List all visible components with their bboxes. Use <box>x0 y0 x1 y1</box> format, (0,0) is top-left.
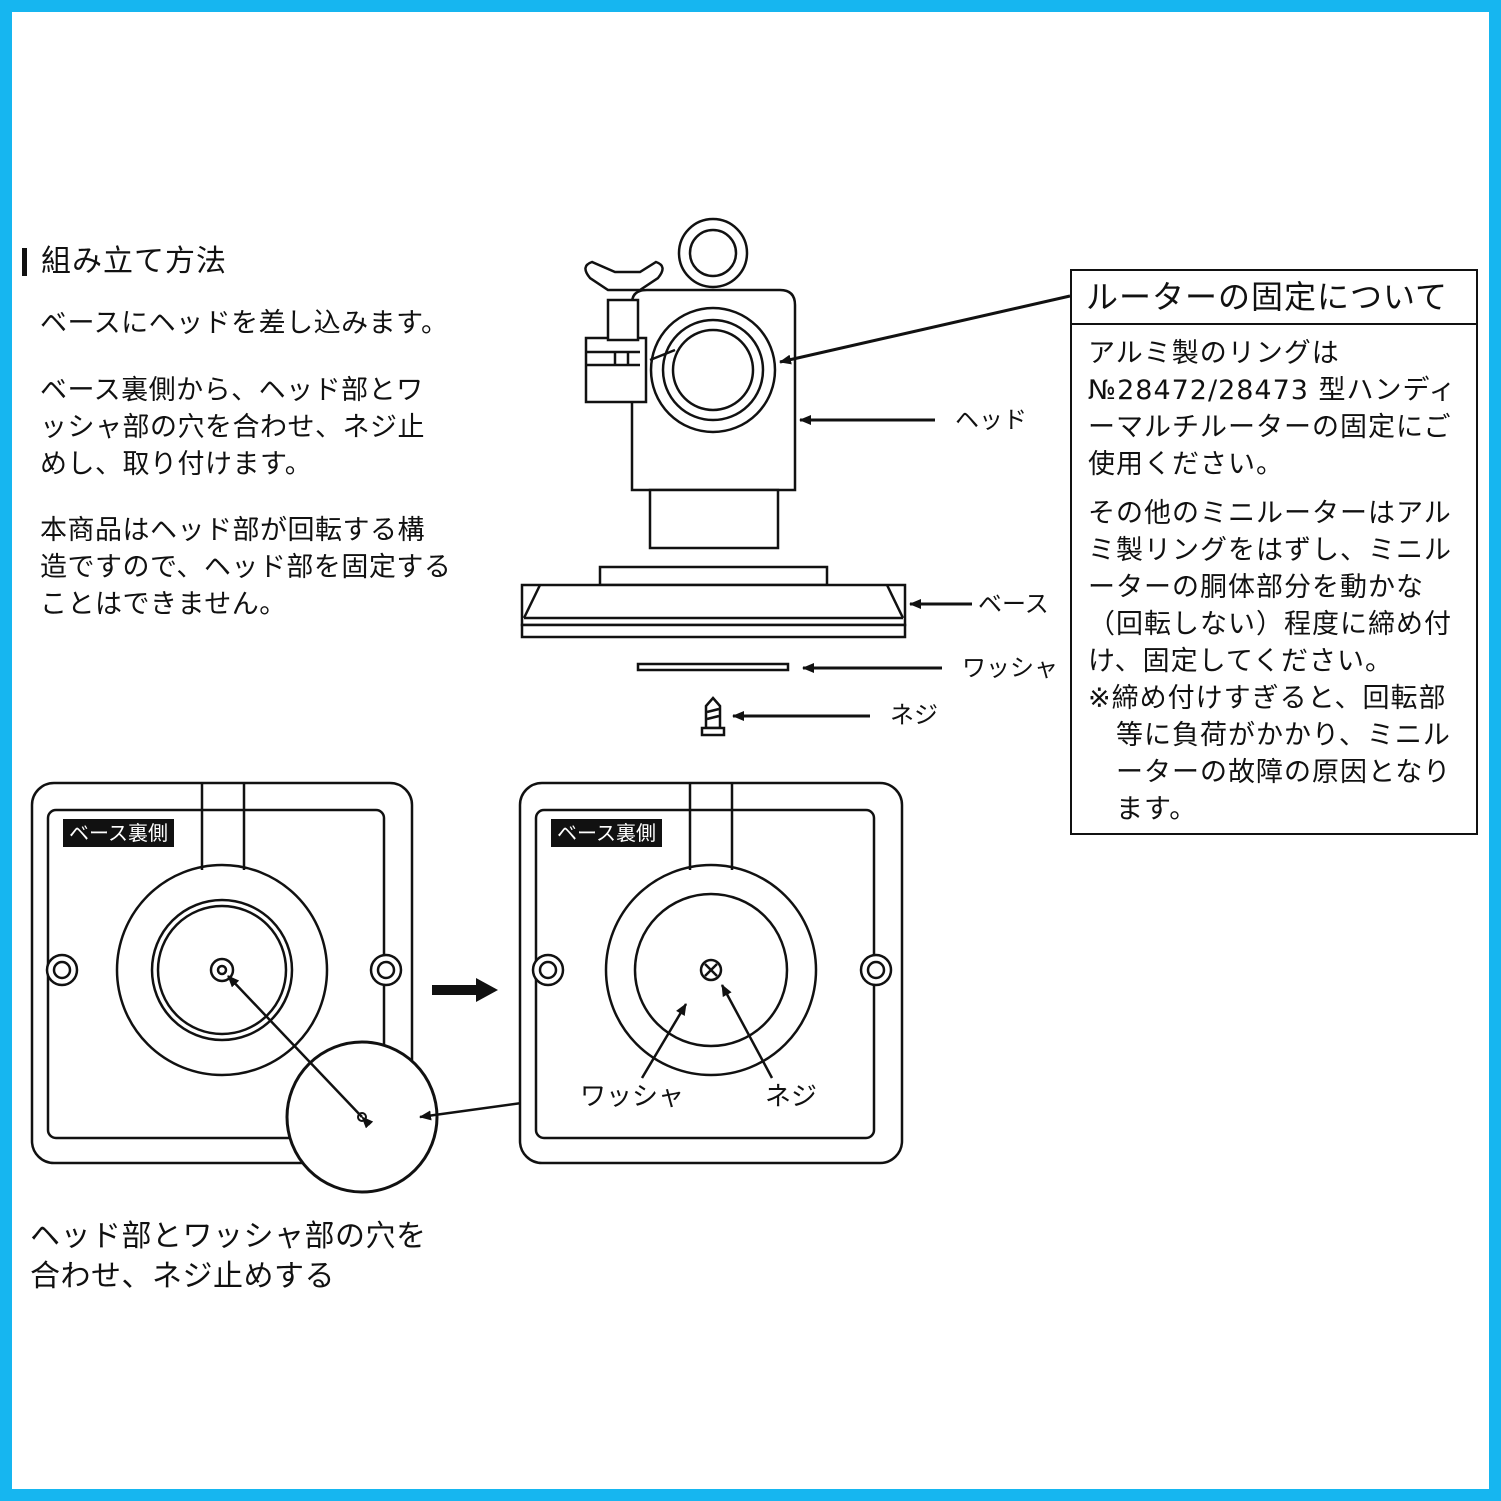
washer-part <box>636 662 790 672</box>
instruction-2: ベース裏側から、ヘッド部とワッシャ部の穴を合わせ、ネジ止めし、取り付けます。 <box>40 375 425 480</box>
transition-arrow <box>432 978 498 1002</box>
label-screw-bottom: ネジ <box>765 1082 818 1112</box>
label-washer: ワッシャ <box>962 654 1058 682</box>
router-fixing-callout: ルーターの固定について アルミ製のリングは№28472/28473 型ハンディー… <box>1070 269 1478 835</box>
label-washer-bottom: ワッシャ <box>580 1082 685 1112</box>
bottom-caption: ヘッド部とワッシャ部の穴を合わせ、ネジ止めする <box>30 1219 427 1294</box>
tag-base-underside-right: ベース裏側 <box>551 819 662 847</box>
callout-note: ※締め付けすぎると、回転部等に負荷がかかり、ミニルーターの故障の原因となります。 <box>1088 683 1452 825</box>
callout-paragraph-2: その他のミニルーターはアルミ製リングをはずし、ミニルーターの胴体部分を動かな（回… <box>1088 498 1452 677</box>
base-part <box>520 565 907 639</box>
callout-body: アルミ製のリングは№28472/28473 型ハンディーマルチルーターの固定にご… <box>1072 325 1476 828</box>
tag-base-underside-left: ベース裏側 <box>63 819 174 847</box>
instruction-3: 本商品はヘッド部が回転する構造ですので、ヘッド部を固定することはできません。 <box>40 515 452 620</box>
callout-leader-arrow <box>779 294 1071 365</box>
callout-title: ルーターの固定について <box>1072 271 1476 325</box>
section-heading: 組み立て方法 <box>22 242 227 282</box>
label-base: ベース <box>978 590 1049 618</box>
base-underside-after <box>518 781 904 1165</box>
section-title: 組み立て方法 <box>41 244 227 279</box>
wing-nut <box>584 260 664 292</box>
label-screw: ネジ <box>890 701 938 729</box>
head-part <box>584 217 797 550</box>
heading-bar <box>22 248 27 276</box>
screw-part <box>700 696 726 737</box>
label-head: ヘッド <box>955 406 1027 434</box>
callout-paragraph-1: アルミ製のリングは№28472/28473 型ハンディーマルチルーターの固定にご… <box>1088 338 1457 480</box>
instruction-1: ベースにヘッドを差し込みます。 <box>40 308 449 339</box>
